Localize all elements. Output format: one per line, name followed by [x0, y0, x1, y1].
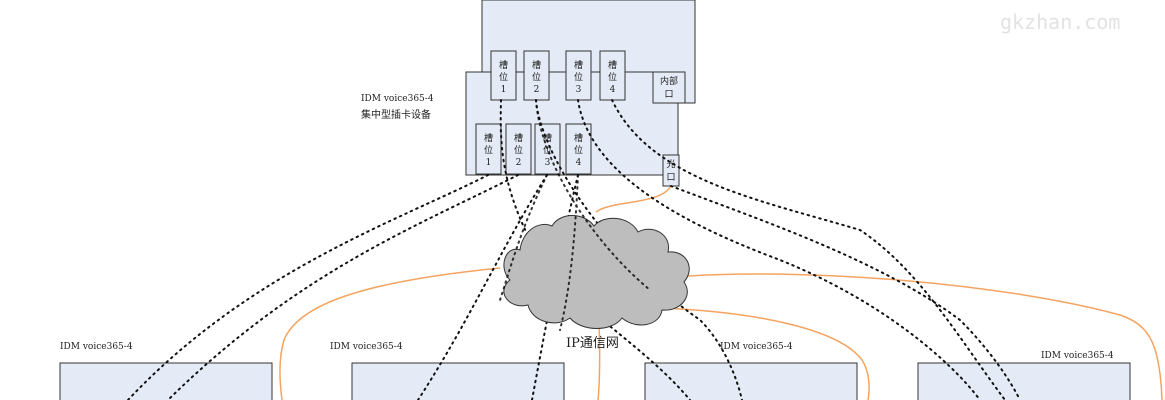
fiber-link-cloud-to-device-1	[279, 267, 501, 400]
remote-device-box-1	[59, 362, 273, 400]
slot-number: 3	[576, 85, 582, 95]
dotted-link-9	[670, 185, 1021, 400]
remote-device-label-4: IDM voice365-4	[1041, 351, 1114, 361]
optical-port: 光 口	[662, 154, 680, 187]
fiber-link-cloud-to-device-2	[597, 324, 601, 400]
remote-device-box-2	[351, 362, 565, 400]
remote-device-box-4	[917, 362, 1131, 400]
dotted-link-7	[577, 99, 981, 400]
back-slot-3: 槽 位 3	[565, 50, 592, 101]
front-slot-4: 槽 位 4	[565, 123, 592, 175]
internal-port-label-1: 内部	[660, 75, 678, 87]
slot-number: 4	[576, 158, 582, 168]
fiber-link-cloud-to-device-4	[687, 273, 1163, 400]
slot-char-1: 槽	[574, 132, 583, 144]
remote-device-label-3: IDM voice365-4	[720, 342, 793, 352]
ip-network-cloud	[503, 215, 690, 329]
slot-char-1: 槽	[543, 132, 552, 144]
optical-port-label-2: 口	[666, 173, 675, 183]
watermark-text: gkzhan.com	[1000, 10, 1120, 34]
slot-char-1: 槽	[499, 59, 508, 71]
dotted-link-8	[611, 99, 1006, 400]
slot-char-2: 位	[532, 71, 541, 83]
dotted-link-over-cloud-1	[499, 174, 548, 301]
fiber-link-optical-to-cloud	[595, 185, 672, 213]
slot-number: 1	[501, 85, 507, 95]
slot-char-1: 槽	[514, 132, 523, 144]
slot-char-1: 槽	[484, 132, 493, 144]
slot-number: 3	[545, 158, 551, 168]
slot-char-2: 位	[574, 71, 583, 83]
slot-number: 2	[516, 158, 522, 168]
slot-char-1: 槽	[608, 59, 617, 71]
slot-char-2: 位	[608, 71, 617, 83]
dotted-link-4	[531, 174, 579, 400]
internal-port: 内部 口	[652, 71, 686, 104]
fiber-links	[279, 185, 1163, 400]
slot-number: 1	[486, 158, 492, 168]
remote-device-label-2: IDM voice365-4	[330, 342, 403, 352]
dotted-link-3	[417, 174, 548, 400]
slot-char-2: 位	[514, 144, 523, 156]
front-slot-1: 槽 位 1	[475, 123, 502, 175]
central-device-model-label: IDM voice365-4	[361, 94, 434, 104]
dotted-link-2	[167, 174, 519, 400]
slot-number: 2	[534, 85, 540, 95]
slot-char-2: 位	[499, 71, 508, 83]
slot-char-2: 位	[484, 144, 493, 156]
optical-port-label-1: 光	[666, 158, 675, 170]
internal-port-label-2: 口	[664, 90, 673, 100]
back-slot-2: 槽 位 2	[523, 50, 550, 101]
dotted-links-over-cloud	[499, 99, 651, 331]
ip-network-label: IP通信网	[566, 336, 619, 351]
slot-char-1: 槽	[532, 59, 541, 71]
front-slot-2: 槽 位 2	[505, 123, 532, 175]
back-slot-4: 槽 位 4	[599, 50, 626, 101]
central-device-description-label: 集中型插卡设备	[361, 108, 431, 121]
remote-device-label-1: IDM voice365-4	[60, 342, 133, 352]
back-slot-1: 槽 位 1	[490, 50, 517, 101]
slot-char-2: 位	[543, 144, 552, 156]
dotted-link-over-cloud-3	[535, 99, 651, 291]
slot-char-1: 槽	[574, 59, 583, 71]
dotted-link-1	[127, 174, 489, 400]
front-slot-3: 槽 位 3	[534, 123, 561, 175]
slot-number: 4	[610, 85, 616, 95]
remote-device-box-3	[644, 362, 858, 400]
slot-char-2: 位	[574, 144, 583, 156]
fiber-link-cloud-to-device-3	[659, 307, 870, 400]
